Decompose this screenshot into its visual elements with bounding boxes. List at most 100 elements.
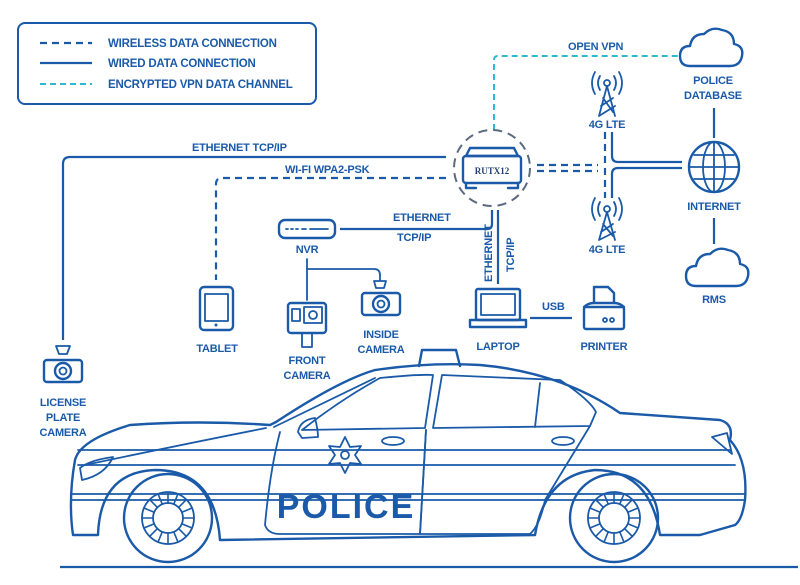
inside-camera-label-line2: CAMERA — [357, 344, 404, 356]
license-plate-camera-label-line2: PLATE — [46, 412, 80, 424]
laptop-ethernet-label: ETHERNET — [483, 224, 495, 282]
inside-camera-label-line1: INSIDE — [363, 329, 398, 341]
lte-top-internet-link — [610, 132, 682, 164]
front-window-icon — [301, 373, 434, 431]
cloud-icon — [678, 27, 744, 68]
wheel-spoke — [627, 522, 639, 529]
antenna-node-icon — [603, 205, 611, 213]
tower-icon — [598, 211, 616, 241]
printer-label: PRINTER — [581, 341, 628, 353]
front-camera-label-line2: CAMERA — [283, 370, 330, 382]
internet-label: INTERNET — [687, 201, 741, 213]
ethernet-license-plate-link — [61, 155, 446, 340]
inside-camera-node[interactable]: INSIDE CAMERA — [357, 280, 405, 356]
nvr-ethernet-label: ETHERNET — [393, 212, 451, 224]
wheel-spoke — [589, 507, 601, 514]
rms-label: RMS — [702, 294, 726, 306]
camera-mount-icon — [301, 332, 313, 348]
usb-label: USB — [542, 301, 565, 313]
camera-screen-icon — [291, 308, 301, 322]
license-plate-camera-label-line1: LICENSE — [40, 397, 86, 409]
signal-waves-icon — [591, 71, 623, 95]
wheel-spoke — [157, 531, 164, 543]
rms-node[interactable]: RMS — [684, 247, 750, 306]
wheel-spoke — [594, 498, 605, 509]
legend-box — [17, 22, 317, 105]
wheel-spoke — [589, 522, 601, 529]
router-rutx12[interactable]: RUTX12 — [453, 129, 531, 207]
wheel-spoke — [157, 493, 164, 505]
legend-wireless-label: WIRELESS DATA CONNECTION — [108, 38, 277, 50]
headlight-icon — [79, 456, 114, 481]
laptop-base-icon — [468, 318, 528, 329]
camera-lens-inner-icon — [376, 299, 386, 309]
wheel-spoke — [603, 493, 610, 505]
cloud-icon — [684, 247, 750, 288]
internet-node[interactable]: INTERNET — [687, 140, 741, 213]
wheel-spoke — [603, 531, 610, 543]
legend-vpn-label: ENCRYPTED VPN DATA CHANNEL — [108, 79, 293, 91]
taillight-icon — [711, 432, 733, 455]
ethernet-nvr-link — [340, 210, 494, 231]
front-wheel — [122, 472, 214, 564]
car-body-outline — [69, 362, 747, 542]
legend: WIRELESS DATA CONNECTION WIRED DATA CONN… — [17, 22, 317, 105]
wheel-spoke — [148, 498, 159, 509]
license-plate-camera-node[interactable]: LICENSE PLATE CAMERA — [39, 345, 87, 439]
tower-icon — [598, 85, 616, 117]
tablet-home-button-icon — [214, 323, 218, 327]
printer-top-icon — [582, 301, 626, 309]
laptop-node[interactable]: LAPTOP — [468, 287, 528, 353]
rear-door-outline — [419, 425, 591, 535]
open-vpn-label: OPEN VPN — [568, 41, 624, 53]
front-camera-label-line1: FRONT — [289, 355, 326, 367]
ethernet-tcpip-top-label: ETHERNET TCP/IP — [192, 142, 287, 154]
front-door-outline — [264, 429, 427, 535]
windshield-line — [273, 377, 376, 428]
tablet-node[interactable]: TABLET — [196, 285, 238, 355]
printer-button-icon — [609, 317, 615, 323]
badge-star-icon — [328, 436, 362, 474]
tablet-screen-icon — [204, 293, 229, 322]
laptop-tcpip-label: TCP/IP — [505, 238, 517, 272]
camera-lens-inner-icon — [58, 366, 68, 376]
police-database-node[interactable]: POLICE DATABASE — [678, 27, 744, 102]
router-feet-icon — [464, 181, 520, 190]
wheel-spoke — [623, 498, 634, 509]
nvr-label: NVR — [296, 244, 319, 256]
tablet-label: TABLET — [196, 343, 238, 355]
printer-node[interactable]: PRINTER — [581, 285, 628, 353]
lte-tower-bottom[interactable]: 4G LTE — [589, 197, 626, 256]
license-plate-camera-label-line3: CAMERA — [39, 427, 86, 439]
wheel-spoke — [148, 527, 159, 538]
printer-icon — [582, 305, 626, 331]
wheel-spoke — [627, 507, 639, 514]
tablet-icon — [198, 285, 235, 332]
nvr-device-icon — [277, 218, 337, 240]
signal-waves-icon — [591, 197, 623, 221]
router-label: RUTX12 — [475, 166, 510, 176]
wheel-spoke — [181, 522, 193, 529]
rear-window-icon — [432, 374, 597, 429]
police-door-text: POLICE — [277, 488, 416, 526]
camera-lens-icon — [308, 310, 318, 320]
nvr-inside-camera-link — [306, 268, 381, 281]
lte-tower-top[interactable]: 4G LTE — [589, 71, 626, 131]
wheel-spoke — [181, 507, 193, 514]
wheel-spoke — [618, 493, 625, 505]
laptop-label: LAPTOP — [476, 341, 519, 353]
wheel-spoke — [623, 527, 634, 538]
nvr-tcpip-label: TCP/IP — [397, 232, 431, 244]
hood-line — [84, 427, 267, 466]
wifi-label: WI-FI WPA2-PSK — [285, 164, 370, 176]
wheel-spoke — [177, 527, 188, 538]
wheel-spoke — [143, 522, 155, 529]
nvr-node[interactable]: NVR — [277, 218, 337, 256]
wheel-spoke — [618, 531, 625, 543]
printer-paper-icon — [592, 285, 616, 305]
lte-bottom-internet-link — [610, 166, 682, 198]
camera-lens-icon — [371, 294, 391, 314]
front-camera-node[interactable]: FRONT CAMERA — [283, 301, 331, 382]
camera-mount-icon — [55, 345, 71, 355]
